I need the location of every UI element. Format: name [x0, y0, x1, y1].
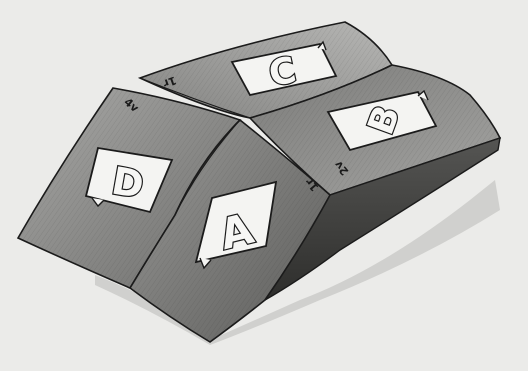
sketch-scene: C B D A 1r 4v 1r 2v — [0, 0, 528, 371]
folded-paper-drawing: C B D A 1r 4v 1r 2v — [0, 0, 528, 371]
